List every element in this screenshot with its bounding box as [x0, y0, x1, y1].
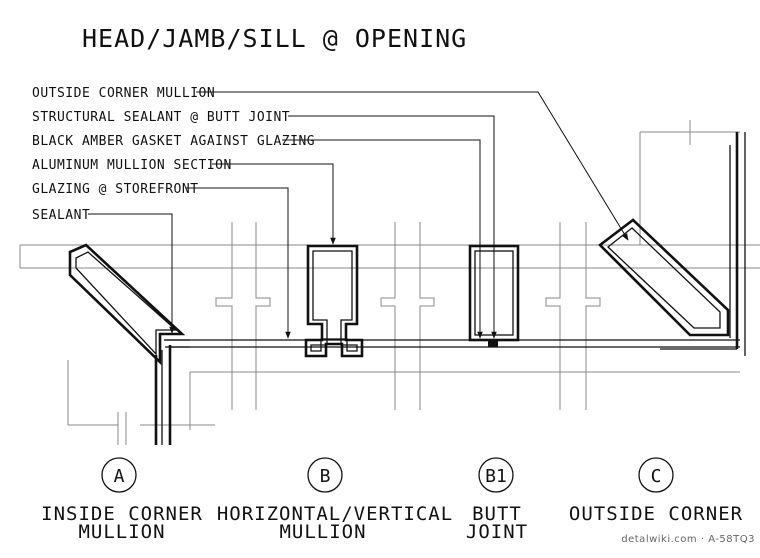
callout-glazing: GLAZING @ STOREFRONT — [32, 182, 199, 197]
callout-gasket: BLACK AMBER GASKET AGAINST GLAZING — [32, 134, 315, 149]
detail-tag-c-label: C — [651, 466, 662, 487]
caption-a-line2: MULLION — [78, 521, 165, 543]
inside-corner-mullion — [68, 243, 190, 445]
credit-watermark: detalwiki.com · A-58TQ3 — [621, 534, 755, 545]
detail-tag-c: C — [638, 457, 674, 493]
detail-captions: INSIDE CORNER MULLION HORIZONTAL/VERTICA… — [41, 503, 743, 543]
structural-sealant-mark — [488, 340, 498, 347]
callout-outside-corner-mullion: OUTSIDE CORNER MULLION — [32, 86, 215, 101]
detail-tag-a: A — [101, 457, 137, 493]
caption-b1-line1: BUTT — [472, 503, 522, 525]
callout-aluminum-mullion: ALUMINUM MULLION SECTION — [32, 158, 232, 173]
stud-members — [215, 222, 601, 410]
callout-structural-sealant: STRUCTURAL SEALANT @ BUTT JOINT — [32, 110, 290, 125]
detail-tag-b-label: B — [320, 466, 331, 487]
leader-lines — [88, 91, 629, 339]
aluminum-mullion — [304, 244, 364, 358]
glazing-panel — [165, 339, 740, 348]
sheet-title: HEAD/JAMB/SILL @ OPENING — [82, 24, 467, 53]
callout-labels: OUTSIDE CORNER MULLION STRUCTURAL SEALAN… — [32, 86, 315, 223]
caption-b1-line2: JOINT — [466, 521, 528, 543]
outside-corner-mullion — [598, 132, 746, 356]
detail-tag-a-label: A — [114, 466, 125, 487]
callout-sealant: SEALANT — [32, 208, 90, 223]
caption-b-line2: MULLION — [279, 521, 366, 543]
detail-tag-b1: B1 — [478, 457, 514, 493]
detail-tag-b: B — [307, 457, 343, 493]
caption-a-line1: INSIDE CORNER — [41, 503, 203, 525]
caption-b-line1: HORIZONTAL/VERTICAL — [217, 503, 453, 525]
caption-c-line1: OUTSIDE CORNER — [569, 503, 743, 525]
detail-tag-b1-label: B1 — [485, 466, 507, 487]
